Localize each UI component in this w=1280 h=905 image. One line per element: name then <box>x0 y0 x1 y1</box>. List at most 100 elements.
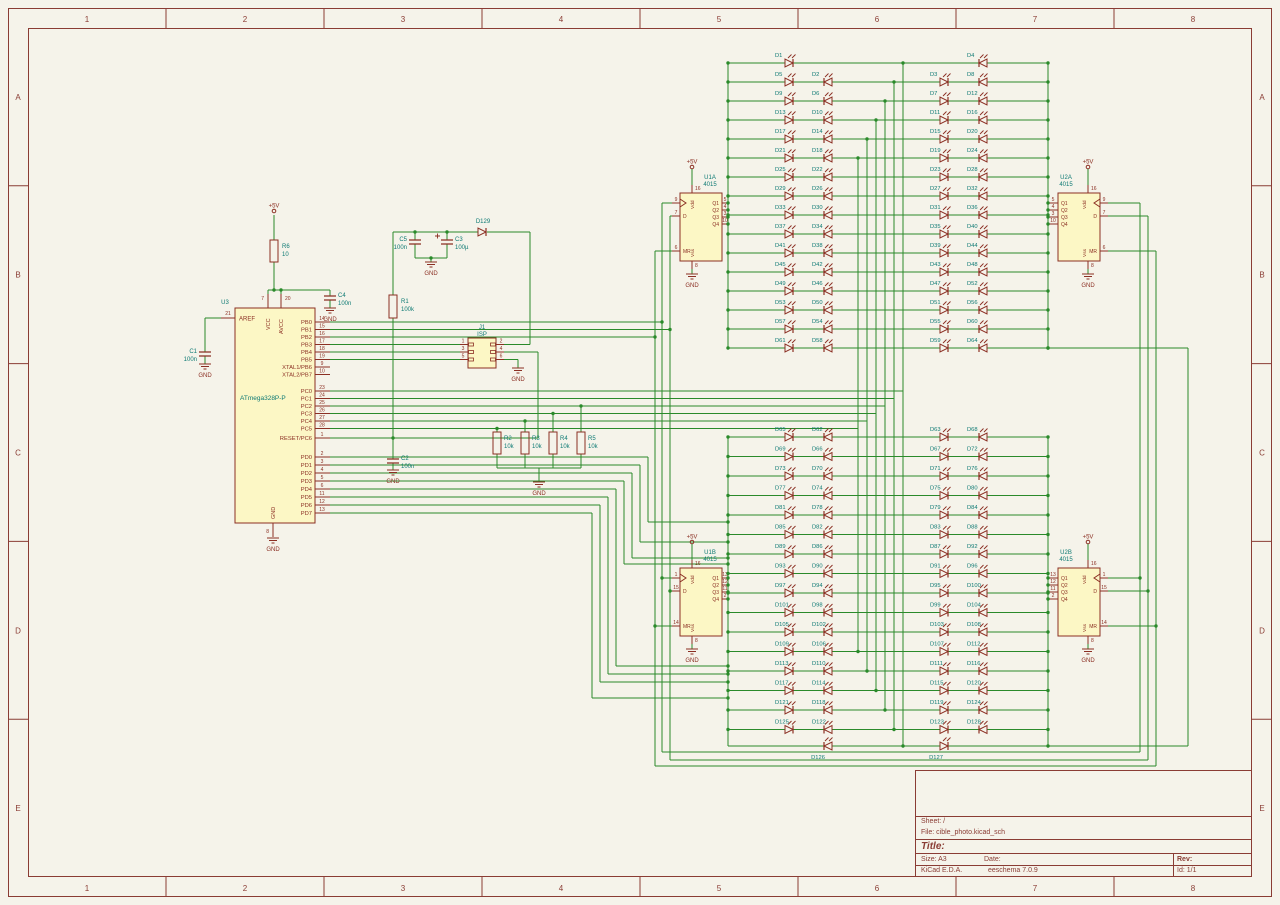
power-gnd[interactable]: GND <box>198 363 212 379</box>
ic-body[interactable] <box>679 192 723 262</box>
led-D15[interactable] <box>939 130 951 144</box>
led-D54[interactable] <box>822 320 833 334</box>
led-D59[interactable] <box>939 339 951 353</box>
led-D28[interactable] <box>977 168 988 182</box>
led-D107[interactable] <box>939 642 951 657</box>
led-D65[interactable] <box>784 428 796 442</box>
led-D99[interactable] <box>939 603 951 618</box>
led-D91[interactable] <box>939 564 951 579</box>
mcu-body[interactable] <box>234 307 316 524</box>
led-D118[interactable] <box>822 701 833 715</box>
led-D23[interactable] <box>939 168 951 182</box>
led-D41[interactable] <box>784 244 796 258</box>
power-5v[interactable]: +5V <box>687 160 698 170</box>
led-D75[interactable] <box>939 486 951 501</box>
led-D43[interactable] <box>939 263 951 277</box>
power-5v[interactable]: +5V <box>1083 535 1094 545</box>
led-D120[interactable] <box>977 681 988 696</box>
led-D47[interactable] <box>939 282 951 296</box>
power-gnd[interactable]: GND <box>386 469 400 485</box>
components[interactable]: +5VR610R1100kR210kR310kR410kR510kC1100nC… <box>184 160 1108 665</box>
led-D4[interactable] <box>977 54 988 68</box>
led-D25[interactable] <box>784 168 796 182</box>
led-D60[interactable] <box>977 320 988 334</box>
power-gnd[interactable]: GND <box>685 648 699 664</box>
led-D1[interactable] <box>784 54 796 68</box>
led-D32[interactable] <box>977 187 988 201</box>
led-D115[interactable] <box>939 681 951 696</box>
led-D80[interactable] <box>977 486 988 501</box>
led-D8[interactable] <box>977 73 988 87</box>
led-D42[interactable] <box>822 263 833 277</box>
led-D11[interactable] <box>939 111 951 125</box>
led-D117[interactable] <box>784 681 796 696</box>
led-D7[interactable] <box>939 92 951 106</box>
led-D78[interactable] <box>822 506 833 520</box>
led-D58[interactable] <box>822 339 833 353</box>
led-D18[interactable] <box>822 149 833 163</box>
led-D13[interactable] <box>784 111 796 125</box>
led-D92[interactable] <box>977 545 988 559</box>
led-D93[interactable] <box>784 564 796 579</box>
led-D90[interactable] <box>822 564 833 579</box>
led-D17[interactable] <box>784 130 796 144</box>
led-D124[interactable] <box>977 701 988 715</box>
led-D20[interactable] <box>977 130 988 144</box>
led-D98[interactable] <box>822 603 833 618</box>
led-D72[interactable] <box>977 447 988 462</box>
led-D96[interactable] <box>977 564 988 579</box>
led-D12[interactable] <box>977 92 988 106</box>
led-D21[interactable] <box>784 149 796 163</box>
led-D106[interactable] <box>822 642 833 657</box>
led-D89[interactable] <box>784 545 796 559</box>
led-D2[interactable] <box>822 73 833 87</box>
led-D19[interactable] <box>939 149 951 163</box>
led-D123[interactable] <box>939 720 951 735</box>
led-D35[interactable] <box>939 225 951 239</box>
led-D77[interactable] <box>784 486 796 501</box>
led-D128[interactable] <box>977 720 988 735</box>
led-D127[interactable] <box>939 737 951 751</box>
led-D70[interactable] <box>822 467 833 481</box>
led-D44[interactable] <box>977 244 988 258</box>
led-D122[interactable] <box>822 720 833 735</box>
led-D40[interactable] <box>977 225 988 239</box>
led-D22[interactable] <box>822 168 833 182</box>
led-D109[interactable] <box>784 642 796 657</box>
led-D85[interactable] <box>784 525 796 540</box>
led-D101[interactable] <box>784 603 796 618</box>
connector-body[interactable] <box>467 337 497 369</box>
led-D73[interactable] <box>784 467 796 481</box>
led-D108[interactable] <box>977 623 988 637</box>
led-D26[interactable] <box>822 187 833 201</box>
led-D9[interactable] <box>784 92 796 106</box>
led-D126[interactable] <box>822 737 833 751</box>
led-D103[interactable] <box>939 623 951 637</box>
led-D112[interactable] <box>977 642 988 657</box>
led-D61[interactable] <box>784 339 796 353</box>
led-D87[interactable] <box>939 545 951 559</box>
led-D74[interactable] <box>822 486 833 501</box>
led-D30[interactable] <box>822 206 833 220</box>
led-D102[interactable] <box>822 623 833 637</box>
led-D114[interactable] <box>822 681 833 696</box>
led-D33[interactable] <box>784 206 796 220</box>
led-D51[interactable] <box>939 301 951 315</box>
power-gnd[interactable]: GND <box>1081 273 1095 289</box>
power-gnd[interactable]: GND <box>266 537 280 553</box>
led-D10[interactable] <box>822 111 833 125</box>
ic-body[interactable] <box>1057 192 1101 262</box>
led-D6[interactable] <box>822 92 833 106</box>
power-gnd[interactable]: GND <box>685 273 699 289</box>
led-D111[interactable] <box>939 662 951 676</box>
led-D125[interactable] <box>784 720 796 735</box>
led-D37[interactable] <box>784 225 796 239</box>
led-D105[interactable] <box>784 623 796 637</box>
